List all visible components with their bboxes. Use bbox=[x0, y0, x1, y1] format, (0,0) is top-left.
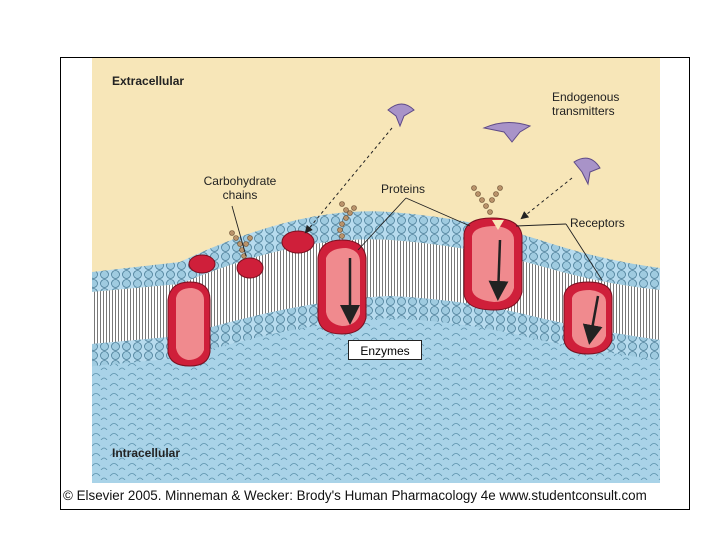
extracellular-label: Extracellular bbox=[112, 74, 185, 88]
receptors-label: Receptors bbox=[570, 216, 625, 230]
binding-arrow bbox=[304, 127, 393, 234]
leader-line bbox=[515, 223, 567, 227]
surface-protein-blob bbox=[236, 257, 264, 279]
transmitter-shape bbox=[482, 122, 532, 143]
leader-line bbox=[357, 197, 407, 251]
lipid-head-layer-outer bbox=[92, 211, 660, 292]
surface-protein-blob bbox=[188, 254, 216, 274]
copyright-caption: © Elsevier 2005. Minneman & Wecker: Brod… bbox=[63, 488, 647, 503]
enzymes-label: Enzymes bbox=[348, 340, 422, 360]
receptor-protein-middle bbox=[463, 217, 523, 311]
carbohydrate-chain bbox=[337, 201, 357, 239]
membrane-protein-left bbox=[167, 281, 211, 367]
leader-line bbox=[405, 197, 471, 227]
transmitter-shape bbox=[387, 103, 415, 128]
leader-line bbox=[565, 223, 603, 281]
receptor-protein-right bbox=[563, 281, 613, 355]
surface-protein-blob bbox=[281, 230, 315, 254]
lipid-head-layer-inner bbox=[92, 296, 660, 366]
endogenous-transmitters-label: Endogenous transmitters bbox=[552, 90, 620, 118]
carbohydrate-chain bbox=[229, 230, 253, 259]
carbohydrate-chains-label: Carbohydrate chains bbox=[203, 174, 277, 202]
leader-line bbox=[231, 205, 247, 257]
enzyme-protein bbox=[317, 239, 367, 335]
carbohydrate-chain bbox=[471, 185, 503, 215]
binding-arrow bbox=[520, 177, 573, 220]
intracellular-label: Intracellular bbox=[112, 446, 181, 460]
proteins-label: Proteins bbox=[381, 182, 426, 196]
transmitter-shape bbox=[573, 157, 601, 186]
